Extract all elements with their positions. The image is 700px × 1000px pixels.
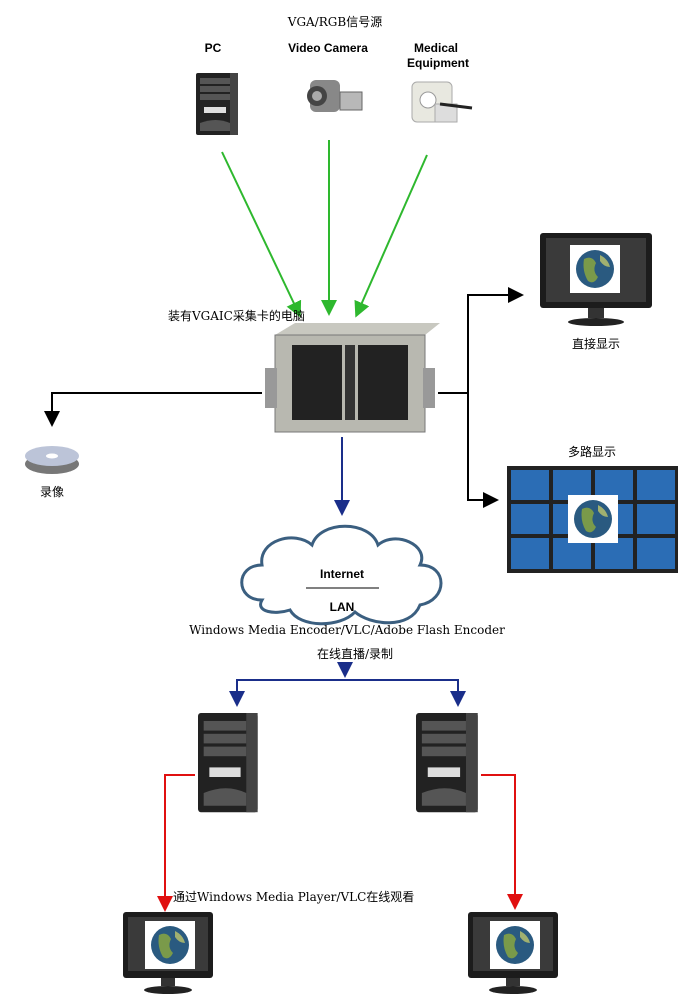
video-camera-icon <box>307 80 363 112</box>
client-pc-left-icon <box>198 713 258 813</box>
source-title: VGA/RGB信号源 <box>287 15 382 29</box>
record-line <box>44 392 262 427</box>
live-label: 在线直播/录制 <box>317 647 393 661</box>
viewer-monitor-left-icon <box>123 912 213 994</box>
pc-tower-icon <box>196 73 238 135</box>
viewer-lines <box>157 774 523 912</box>
cloud-lan-label: LAN <box>330 600 355 614</box>
capture-pc-label: 装有VGAIC采集卡的电脑 <box>168 308 305 323</box>
display-lines <box>438 287 524 508</box>
cloud-internet-label: Internet <box>320 567 364 581</box>
viewer-monitor-right-icon <box>468 912 558 994</box>
source-arrows <box>221 140 428 318</box>
capture-server-icon <box>265 323 440 433</box>
medical-scanner-icon <box>411 81 473 123</box>
source-label-medical-1: Medical <box>414 41 458 55</box>
record-label: 录像 <box>40 485 64 499</box>
distribution-lines <box>229 662 466 707</box>
source-label-medical-2: Equipment <box>407 56 469 70</box>
cloud-icon <box>240 524 443 626</box>
multi-display-label: 多路显示 <box>568 444 616 459</box>
encoder-label: Windows Media Encoder/VLC/Adobe Flash En… <box>189 623 505 637</box>
direct-display-label: 直接显示 <box>572 336 620 351</box>
video-wall-icon <box>507 466 678 573</box>
direct-display-monitor-icon <box>540 233 652 326</box>
source-label-pc: PC <box>205 41 222 55</box>
viewer-label: 通过Windows Media Player/VLC在线观看 <box>173 890 414 904</box>
disc-stack-icon <box>25 446 79 474</box>
source-label-camera: Video Camera <box>288 41 368 55</box>
client-pc-right-icon <box>416 713 478 813</box>
